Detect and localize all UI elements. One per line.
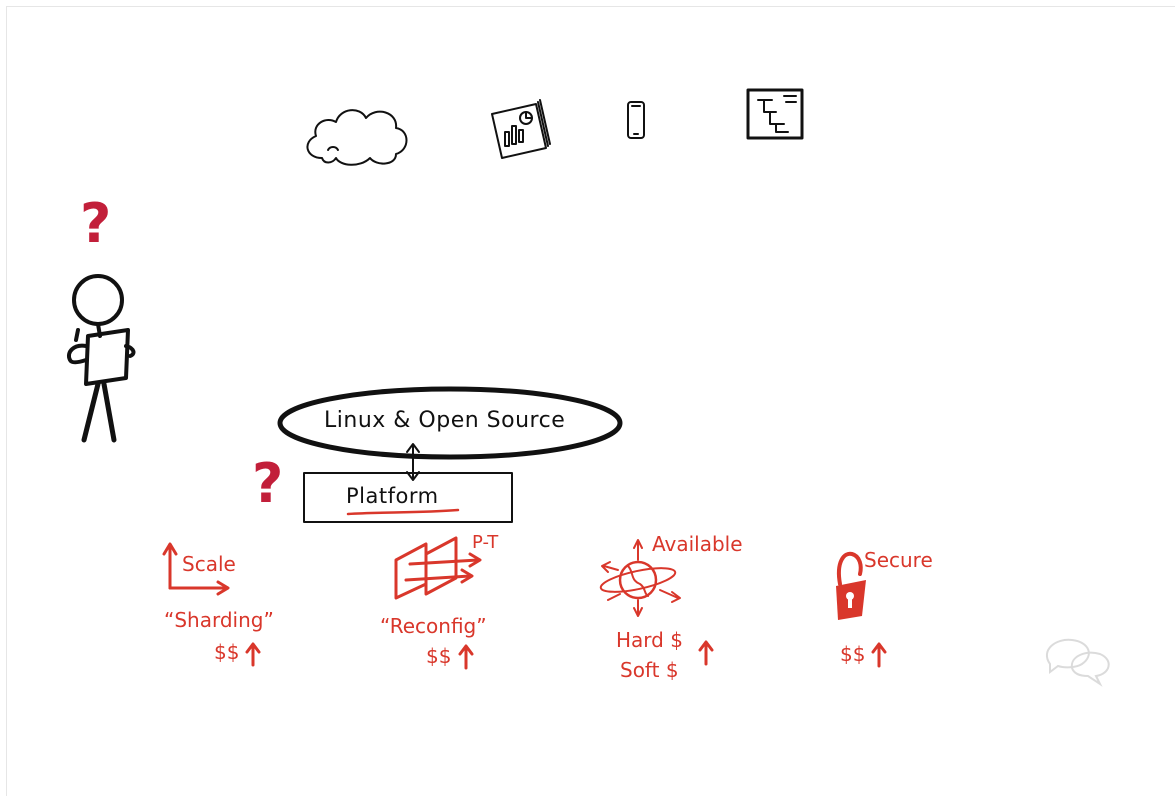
cost-up-arrows (245, 640, 887, 670)
available-label: Available (652, 532, 743, 556)
open-padlock-icon (836, 551, 866, 620)
linux-open-source-label: Linux & Open Source (324, 408, 566, 433)
axis-arrows-icon (162, 542, 230, 596)
double-arrow (406, 443, 420, 481)
canvas-border (6, 6, 1175, 796)
secure-label: Secure (864, 548, 933, 572)
org-chart-document-icon (746, 88, 804, 140)
question-mark-platform: ? (252, 452, 284, 515)
scale-cost: $$ (214, 640, 240, 664)
linux-open-source-ellipse (277, 386, 623, 460)
chat-bubbles-icon (1045, 638, 1110, 687)
stick-figure (67, 274, 136, 443)
cloud-icon (306, 109, 408, 166)
pt-label: P-T (472, 532, 499, 553)
hard-cost-label: Hard $ (616, 628, 683, 652)
platform-label: Platform (346, 484, 439, 508)
smartphone-icon (627, 101, 645, 139)
question-mark-top: ? (80, 192, 112, 255)
soft-cost-label: Soft $ (620, 658, 679, 682)
reconfig-label: “Reconfig” (380, 614, 487, 638)
platform-box (303, 472, 513, 523)
scale-label: Scale (182, 552, 236, 576)
partition-planes-icon (394, 536, 482, 600)
analytics-tablet-icon (491, 99, 551, 159)
pt-cost: $$ (426, 644, 452, 668)
secure-cost: $$ (840, 642, 866, 666)
globe-icon (599, 539, 681, 617)
sharding-label: “Sharding” (164, 608, 274, 632)
platform-underline (346, 508, 460, 516)
